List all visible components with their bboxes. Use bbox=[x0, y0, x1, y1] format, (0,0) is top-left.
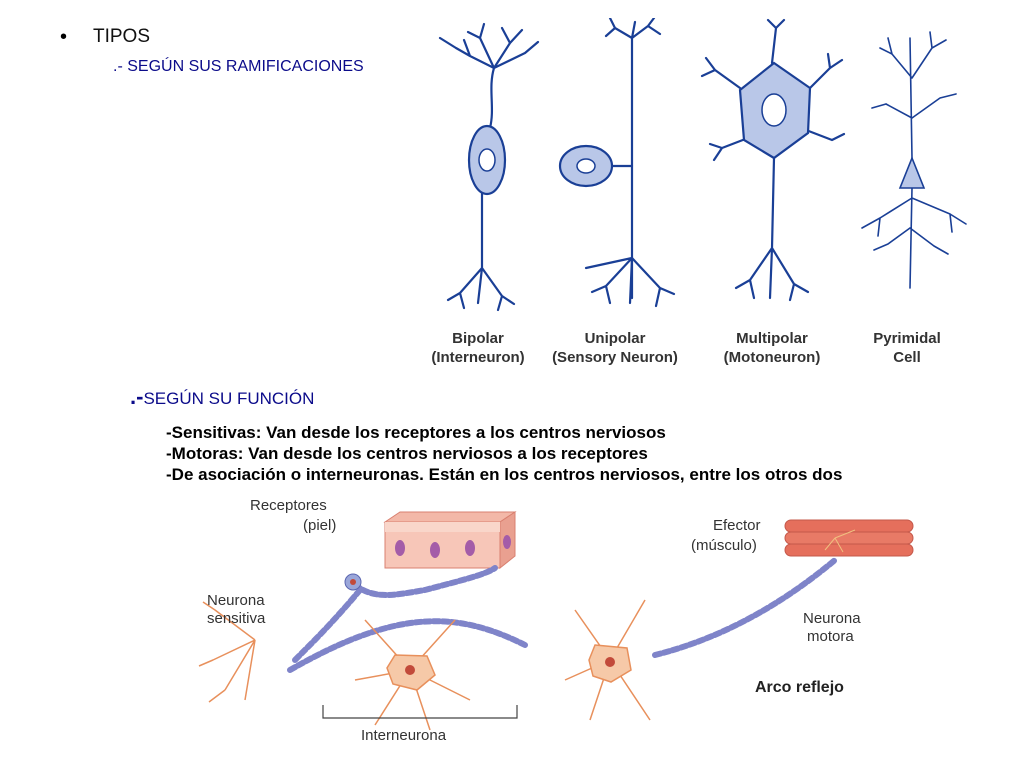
muscle-effector bbox=[784, 519, 914, 557]
motor-axon bbox=[652, 557, 838, 658]
subtitle-branches: .- SEGÚN SUS RAMIFICACIONES bbox=[113, 58, 364, 75]
function-item-sensory: -Sensitivas: Van desde los receptores a … bbox=[166, 423, 666, 442]
neuron-types-diagram: Bipolar (Interneuron) Unipolar (Sensory … bbox=[431, 18, 967, 366]
label-unipolar: Unipolar bbox=[585, 330, 646, 347]
label-effector-sub: (músculo) bbox=[691, 537, 757, 554]
interneuron-bracket bbox=[322, 705, 518, 719]
label-pyramidal: Pyrimidal bbox=[873, 330, 941, 347]
skin-receptor-block bbox=[383, 511, 517, 570]
bipolar-neuron bbox=[438, 22, 540, 312]
label-sensory: Neurona bbox=[207, 592, 265, 609]
label-sensory-sub: sensitiva bbox=[207, 610, 266, 627]
sensory-fiber bbox=[352, 565, 498, 598]
label-bipolar-sub: (Interneuron) bbox=[431, 349, 524, 366]
label-unipolar-sub: (Sensory Neuron) bbox=[552, 349, 678, 366]
label-motor: Neurona bbox=[803, 610, 861, 627]
label-motor-sub: motora bbox=[807, 628, 854, 645]
label-effector: Efector bbox=[713, 517, 761, 534]
reflex-arc-diagram: Receptores (piel) Efector (músculo) Neur… bbox=[198, 497, 914, 744]
label-receptors-sub: (piel) bbox=[303, 517, 336, 534]
subtitle-function: .-SEGÚN SU FUNCIÓN bbox=[130, 384, 314, 410]
section-title: TIPOS bbox=[93, 26, 151, 47]
sensory-axon bbox=[292, 587, 363, 663]
label-bipolar: Bipolar bbox=[452, 330, 504, 347]
unipolar-neuron bbox=[558, 18, 676, 308]
function-list: -Sensitivas: Van desde los receptores a … bbox=[166, 422, 842, 485]
function-item-association: -De asociación o interneuronas. Están en… bbox=[166, 465, 843, 484]
label-pyramidal-sub: Cell bbox=[893, 349, 921, 366]
multipolar-neuron bbox=[700, 18, 846, 302]
reflex-arc-title: Arco reflejo bbox=[755, 679, 844, 696]
subtitle-function-lead: .- bbox=[130, 384, 144, 409]
pyramidal-soma bbox=[898, 155, 926, 189]
label-receptors: Receptores bbox=[250, 497, 327, 514]
function-item-motor: -Motoras: Van desde los centros nervioso… bbox=[166, 444, 648, 463]
bullet-dot: • bbox=[60, 26, 68, 48]
afferent-axon bbox=[287, 618, 528, 673]
label-interneuron: Interneurona bbox=[361, 727, 447, 744]
pyramidal-neuron bbox=[861, 31, 967, 289]
label-multipolar-sub: (Motoneuron) bbox=[724, 349, 821, 366]
label-multipolar: Multipolar bbox=[736, 330, 808, 347]
subtitle-function-text: SEGÚN SU FUNCIÓN bbox=[143, 389, 315, 408]
